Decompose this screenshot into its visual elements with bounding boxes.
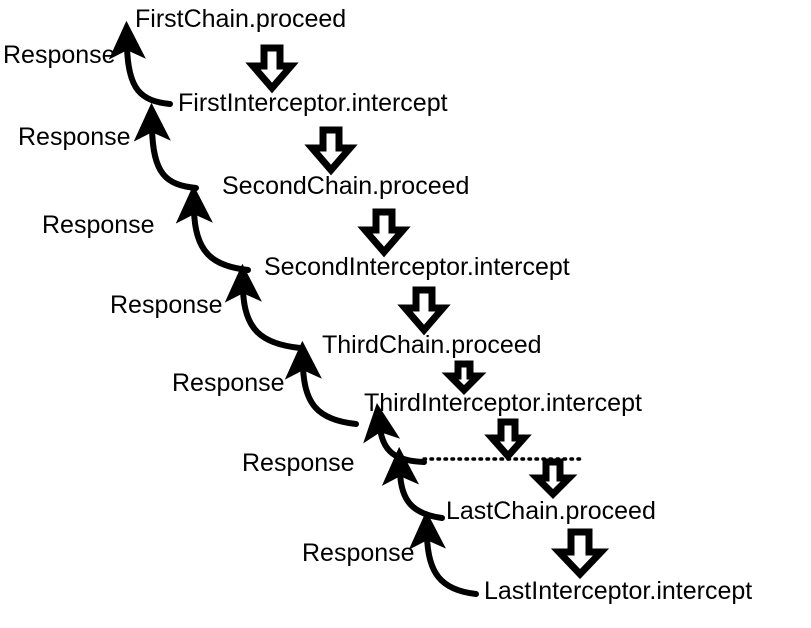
down-arrow-1-icon — [245, 44, 299, 94]
response-arrow-6 — [363, 402, 427, 465]
response-label-3: Response — [42, 211, 155, 239]
response-arrow-4 — [224, 263, 303, 351]
response-arrow-5 — [284, 340, 359, 427]
response-label-2: Response — [18, 123, 131, 151]
node-label-third-chain: ThirdChain.proceed — [322, 331, 542, 359]
response-label-6: Response — [242, 449, 355, 477]
down-arrow-5-icon — [441, 360, 487, 395]
node-label-last-chain: LastChain.proceed — [446, 497, 656, 525]
down-arrow-2-icon — [304, 126, 358, 176]
response-arrow-2 — [133, 102, 199, 191]
down-arrow-4-icon — [397, 286, 451, 336]
node-label-first-chain: FirstChain.proceed — [135, 5, 347, 33]
response-arrow-group — [108, 20, 479, 597]
down-arrow-7-icon — [528, 458, 578, 499]
node-label-last-interceptor: LastInterceptor.intercept — [484, 577, 753, 605]
down-arrow-group — [245, 44, 610, 580]
node-label-second-interceptor: SecondInterceptor.intercept — [264, 253, 570, 281]
down-arrow-3-icon — [357, 208, 411, 258]
node-label-second-chain: SecondChain.proceed — [222, 172, 470, 200]
response-label-7: Response — [302, 539, 415, 567]
node-label-first-interceptor: FirstInterceptor.intercept — [178, 89, 448, 117]
response-arrow-7 — [381, 446, 445, 521]
node-label-third-interceptor: ThirdInterceptor.intercept — [364, 389, 642, 417]
down-arrow-6-icon — [484, 418, 532, 462]
response-label-1: Response — [3, 41, 116, 69]
response-arrow-8 — [408, 510, 479, 597]
down-arrow-8-icon — [550, 528, 610, 580]
response-label-4: Response — [110, 291, 223, 319]
response-label-5: Response — [172, 369, 285, 397]
response-arrow-1 — [108, 20, 173, 107]
response-arrow-3 — [175, 184, 251, 273]
